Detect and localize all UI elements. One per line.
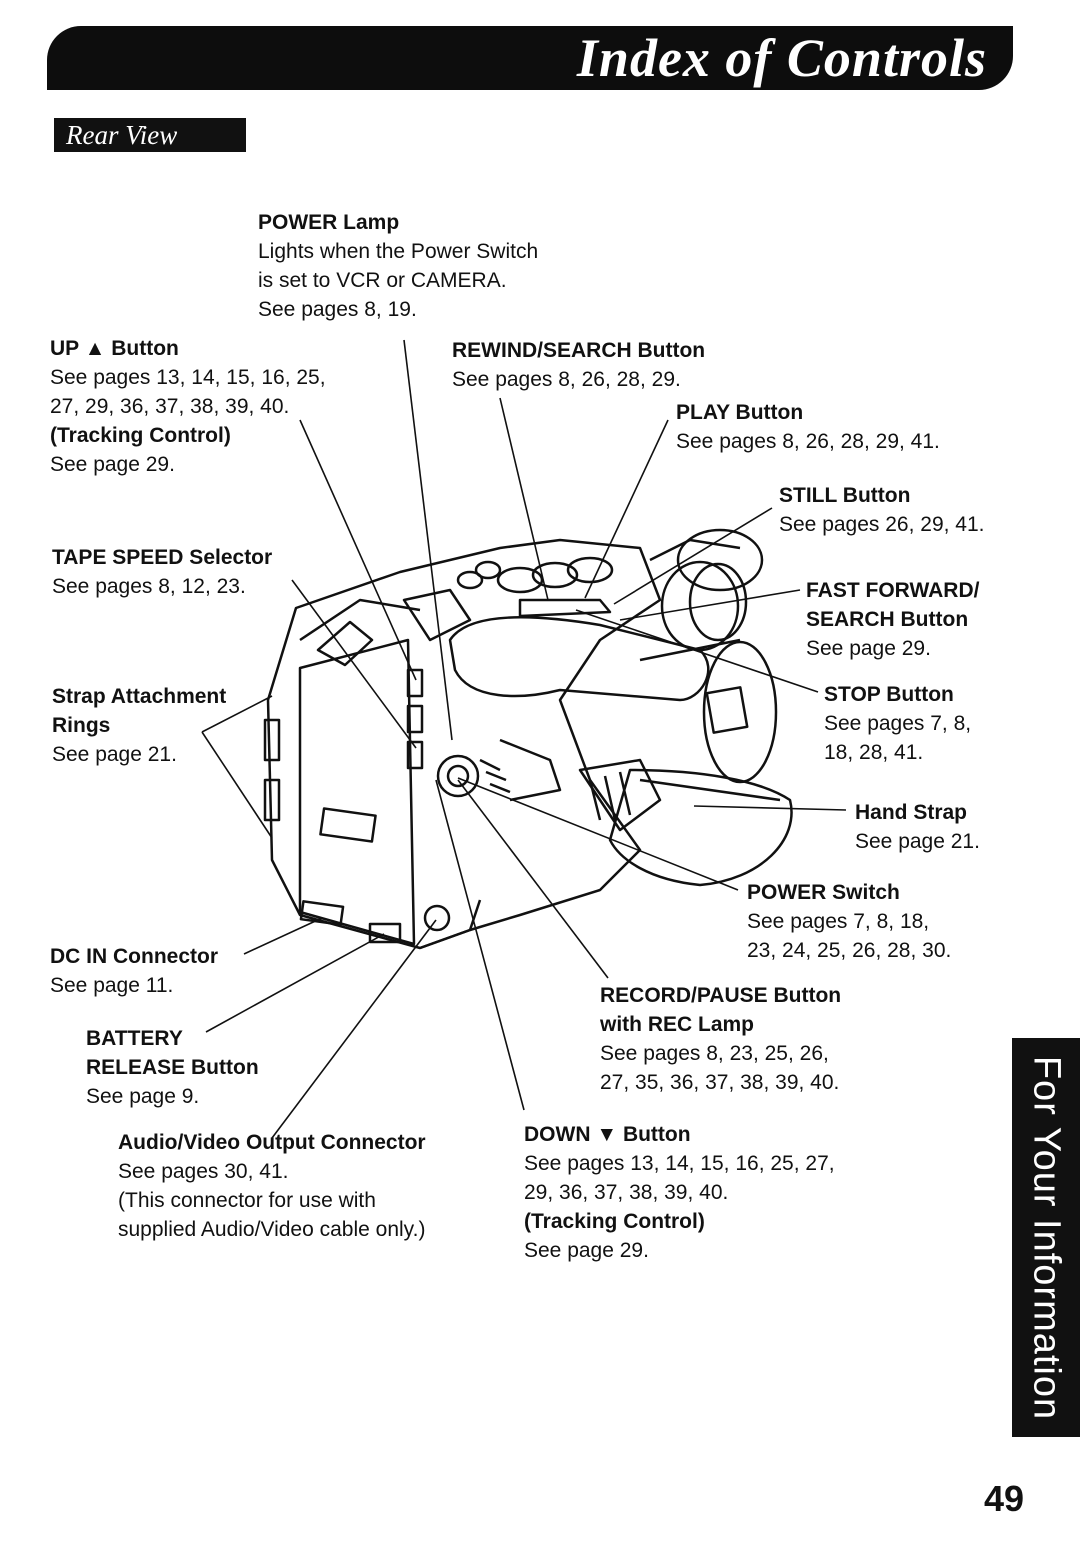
hand-strap-heading: Hand Strap xyxy=(855,801,968,824)
strap-rings-heading: Strap Attachment xyxy=(52,685,227,708)
hand-strap-shape xyxy=(608,768,793,887)
record-pause-line: See pages 8, 23, 25, 26, xyxy=(600,1042,829,1065)
power-lamp-line: is set to VCR or CAMERA. xyxy=(258,269,507,292)
av-output-line: See pages 30, 41. xyxy=(118,1160,289,1183)
label-stop-button: STOP Button See pages 7, 8, 18, 28, 41. xyxy=(824,680,971,767)
play-button-heading: PLAY Button xyxy=(676,401,804,424)
leader-hand-strap xyxy=(693,805,847,811)
leader-play xyxy=(584,419,669,599)
label-rewind-search: REWIND/SEARCH Button See pages 8, 26, 28… xyxy=(452,336,705,394)
down-button-heading: DOWN ▼ Button xyxy=(524,1123,691,1146)
power-lamp-line: Lights when the Power Switch xyxy=(258,240,539,263)
page-number: 49 xyxy=(983,1478,1024,1519)
down-button-line: See pages 13, 14, 15, 16, 25, 27, xyxy=(524,1152,835,1175)
power-switch-line: 23, 24, 25, 26, 28, 30. xyxy=(747,939,952,962)
label-strap-rings: Strap Attachment Rings See page 21. xyxy=(52,682,226,769)
tape-speed-heading: TAPE SPEED Selector xyxy=(52,546,273,569)
record-pause-heading2: with REC Lamp xyxy=(600,1013,755,1036)
label-down-button: DOWN ▼ Button See pages 13, 14, 15, 16, … xyxy=(524,1120,835,1265)
power-lamp-heading: POWER Lamp xyxy=(258,211,400,234)
strap-rings-heading2: Rings xyxy=(52,714,111,737)
leader-av-output xyxy=(271,919,437,1139)
dc-in-heading: DC IN Connector xyxy=(50,945,218,968)
leader-power-switch xyxy=(457,777,739,891)
leader-up-button xyxy=(299,419,417,681)
av-output-heading: Audio/Video Output Connector xyxy=(118,1131,426,1154)
side-tab-label: For Your Information xyxy=(1025,1055,1068,1420)
down-button-line: 29, 36, 37, 38, 39, 40. xyxy=(524,1181,729,1204)
record-pause-line: 27, 35, 36, 37, 38, 39, 40. xyxy=(600,1071,840,1094)
title-banner: Index of Controls xyxy=(47,26,1013,90)
leader-fast-forward xyxy=(619,589,801,621)
section-label: Rear View xyxy=(54,118,246,152)
battery-release-heading: BATTERY xyxy=(86,1027,183,1050)
label-hand-strap: Hand Strap See page 21. xyxy=(855,798,980,856)
label-fast-forward: FAST FORWARD/ SEARCH Button See page 29. xyxy=(806,576,979,663)
leader-stop xyxy=(575,609,819,693)
av-output-line: (This connector for use with xyxy=(118,1189,376,1212)
fast-forward-heading: FAST FORWARD/ xyxy=(806,579,980,602)
strap-rings-line: See page 21. xyxy=(52,743,177,766)
label-tape-speed: TAPE SPEED Selector See pages 8, 12, 23. xyxy=(52,543,272,601)
stop-button-line: 18, 28, 41. xyxy=(824,741,924,764)
label-dc-in: DC IN Connector See page 11. xyxy=(50,942,218,1000)
leader-strap-rings-2 xyxy=(201,731,273,839)
leader-power-lamp xyxy=(403,339,453,741)
up-button-subline: See page 29. xyxy=(50,453,175,476)
leader-dc-in xyxy=(243,917,323,955)
up-button-line: 27, 29, 36, 37, 38, 39, 40. xyxy=(50,395,290,418)
label-up-button: UP ▲ Button See pages 13, 14, 15, 16, 25… xyxy=(50,334,326,479)
stop-button-line: See pages 7, 8, xyxy=(824,712,972,735)
up-button-line: See pages 13, 14, 15, 16, 25, xyxy=(50,366,326,389)
label-still-button: STILL Button See pages 26, 29, 41. xyxy=(779,481,985,539)
up-button-subheading: (Tracking Control) xyxy=(50,424,231,447)
rewind-search-heading: REWIND/SEARCH Button xyxy=(452,339,706,362)
still-button-line: See pages 26, 29, 41. xyxy=(779,513,985,536)
still-button-heading: STILL Button xyxy=(779,484,911,507)
leader-strap-rings-1 xyxy=(201,695,273,733)
power-switch-line: See pages 7, 8, 18, xyxy=(747,910,930,933)
tape-speed-line: See pages 8, 12, 23. xyxy=(52,575,246,598)
label-power-lamp: POWER Lamp Lights when the Power Switch … xyxy=(258,208,538,324)
label-battery-release: BATTERY RELEASE Button See page 9. xyxy=(86,1024,259,1111)
fast-forward-line: See page 29. xyxy=(806,637,931,660)
stop-button-heading: STOP Button xyxy=(824,683,954,706)
down-button-subheading: (Tracking Control) xyxy=(524,1210,705,1233)
leader-battery xyxy=(205,933,385,1033)
up-button-heading: UP ▲ Button xyxy=(50,337,179,360)
battery-panel xyxy=(298,638,416,946)
down-button-subline: See page 29. xyxy=(524,1239,649,1262)
label-av-output: Audio/Video Output Connector See pages 3… xyxy=(118,1128,426,1244)
page-title: Index of Controls xyxy=(576,28,987,88)
leader-down xyxy=(435,779,525,1111)
side-tab: For Your Information xyxy=(1012,1038,1080,1437)
dc-in-line: See page 11. xyxy=(50,974,174,997)
label-power-switch: POWER Switch See pages 7, 8, 18, 23, 24,… xyxy=(747,878,951,965)
leader-tape-speed xyxy=(291,579,417,749)
leader-record xyxy=(457,779,609,979)
label-play-button: PLAY Button See pages 8, 26, 28, 29, 41. xyxy=(676,398,940,456)
battery-release-line: See page 9. xyxy=(86,1085,200,1108)
grip-handle xyxy=(448,616,710,702)
leader-still xyxy=(613,507,773,605)
label-record-pause: RECORD/PAUSE Button with REC Lamp See pa… xyxy=(600,981,841,1097)
hand-strap-line: See page 21. xyxy=(855,830,980,853)
record-pause-heading: RECORD/PAUSE Button xyxy=(600,984,842,1007)
av-output-line: supplied Audio/Video cable only.) xyxy=(118,1218,426,1241)
rewind-search-line: See pages 8, 26, 28, 29. xyxy=(452,368,681,391)
battery-release-heading2: RELEASE Button xyxy=(86,1056,259,1079)
play-button-line: See pages 8, 26, 28, 29, 41. xyxy=(676,430,940,453)
fast-forward-heading2: SEARCH Button xyxy=(806,608,969,631)
power-lamp-line: See pages 8, 19. xyxy=(258,298,417,321)
power-switch-heading: POWER Switch xyxy=(747,881,900,904)
leader-rewind xyxy=(499,397,549,601)
